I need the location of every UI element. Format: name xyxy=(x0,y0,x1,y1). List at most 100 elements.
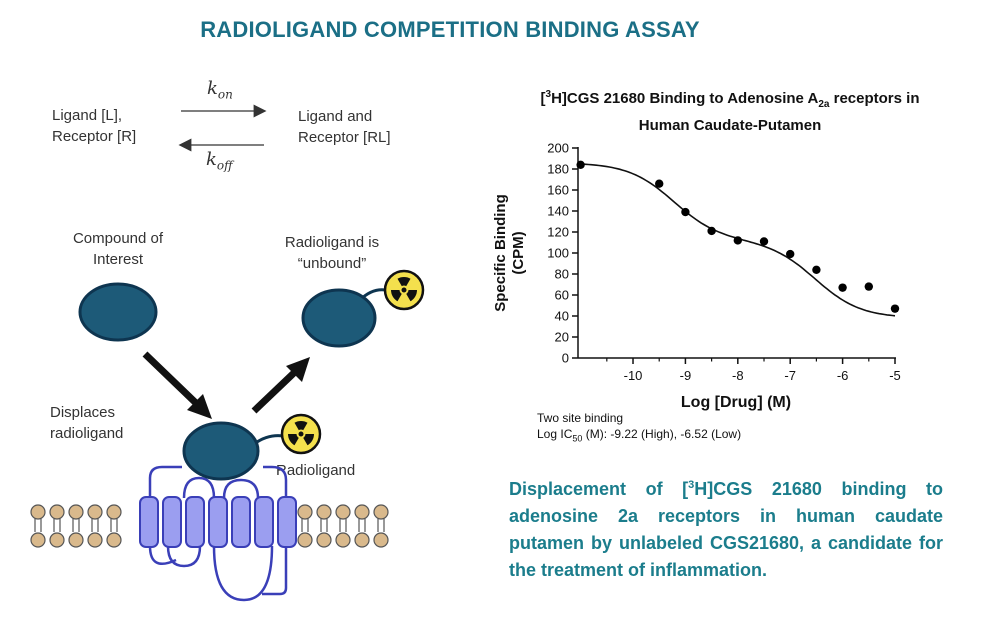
radiation-icon xyxy=(280,413,322,455)
chart-title-line2: Human Caudate-Putamen xyxy=(638,117,822,134)
y-tick-label: 20 xyxy=(555,330,569,345)
fit-note-line1: Two site binding xyxy=(537,411,624,425)
lipid-head xyxy=(49,504,65,520)
lipid-head xyxy=(87,504,103,520)
radiation-icon xyxy=(383,269,425,311)
data-point xyxy=(681,207,690,217)
data-point xyxy=(759,237,769,246)
unbound-line2: “unbound” xyxy=(297,255,367,272)
displaces-label: Displaces radioligand xyxy=(50,402,123,444)
displace-arrow-icon xyxy=(187,394,212,419)
lipid-head xyxy=(49,532,65,548)
lipid-head xyxy=(335,504,351,520)
y-tick-label: 160 xyxy=(547,183,569,198)
chart-title-line1: [3H]CGS 21680 Binding to Adenosine A2a r… xyxy=(490,84,970,115)
y-tick-label: 200 xyxy=(547,141,569,156)
fit-note-line2: Log IC50 (M): -9.22 (High), -6.52 (Low) xyxy=(537,426,741,446)
lipid-head xyxy=(354,504,370,520)
data-point xyxy=(655,179,664,188)
chart-title-p2: H]CGS 21680 Binding to Adenosine A xyxy=(551,90,819,107)
y-axis-label-line1: Specific Binding xyxy=(492,194,509,312)
x-tick-label: -8 xyxy=(732,368,744,383)
data-point xyxy=(707,226,716,236)
data-point xyxy=(576,160,585,169)
lipid-head xyxy=(68,532,84,548)
unbound-line1: Radioligand is xyxy=(284,234,380,251)
displaces-line1: Displaces xyxy=(50,404,116,421)
lipid-head xyxy=(87,532,103,548)
caption-part2: H]CGS 21680 binding to adenosine 2a rece… xyxy=(509,479,943,580)
reactants-line2: Receptor [R] xyxy=(52,128,137,145)
data-point xyxy=(890,304,900,313)
y-tick-label: 180 xyxy=(547,162,569,177)
lipid-head xyxy=(30,532,46,548)
compound-line2: Interest xyxy=(92,251,144,268)
y-tick-label: 120 xyxy=(547,225,569,240)
complex-line2: Receptor [RL] xyxy=(298,129,391,146)
chart-title-sub: 2a xyxy=(818,99,830,110)
kon-sub: on xyxy=(217,87,233,102)
data-point xyxy=(864,282,874,291)
x-tick-label: -9 xyxy=(680,368,692,383)
data-point xyxy=(786,249,795,259)
lipid-head xyxy=(30,504,46,520)
displaces-line2: radioligand xyxy=(50,425,124,442)
y-tick-label: 100 xyxy=(547,246,569,261)
x-tick-label: -10 xyxy=(624,368,643,383)
koff-sub: off xyxy=(216,158,233,173)
radioligand-label: Radioligand xyxy=(276,462,356,479)
unbound-radioligand xyxy=(301,269,425,348)
release-arrow-shaft xyxy=(251,367,300,414)
kon-label: kon xyxy=(207,78,233,102)
lipid-head xyxy=(316,532,332,548)
koff-label: koff xyxy=(206,149,233,173)
ic50-values: (M): -9.22 (High), -6.52 (Low) xyxy=(582,427,742,441)
lipid-head xyxy=(297,504,313,520)
ic50-prefix: Log IC xyxy=(537,427,573,441)
x-tick-label: -7 xyxy=(784,368,796,383)
receptor xyxy=(139,465,297,602)
caption-sup: 3 xyxy=(688,479,695,491)
kon-base: k xyxy=(207,78,218,99)
x-axis-label: Log [Drug] (M) xyxy=(681,394,791,411)
lipid-head xyxy=(106,532,122,548)
displace-arrow-shaft xyxy=(142,351,201,408)
reactants-line1: Ligand [L], xyxy=(52,107,123,124)
chart-title: [3H]CGS 21680 Binding to Adenosine A2a r… xyxy=(490,84,970,136)
compound-molecule xyxy=(78,282,158,342)
y-tick-label: 140 xyxy=(547,204,569,219)
binding-diagram xyxy=(30,104,425,602)
koff-base: k xyxy=(206,149,217,170)
ic50-sub: 50 xyxy=(572,433,583,444)
y-tick-label: 60 xyxy=(555,288,569,303)
y-tick-label: 0 xyxy=(562,351,569,366)
data-point xyxy=(733,236,743,245)
y-tick-label: 80 xyxy=(555,267,569,282)
chart-title-sup: 3 xyxy=(545,89,552,100)
page-title: RADIOLIGAND COMPETITION BINDING ASSAY xyxy=(200,17,700,42)
bound-complex xyxy=(182,413,322,481)
y-tick-label: 40 xyxy=(555,309,569,324)
lipid-head xyxy=(297,532,313,548)
unbound-label: Radioligand is “unbound” xyxy=(271,232,393,274)
binding-chart: 0 20 40 60 80 100 120 140 160 180 200 -10 -9 -8 -7 -6 -5… xyxy=(492,141,901,412)
lipid-head xyxy=(354,532,370,548)
lipid-head xyxy=(68,504,84,520)
equation-complex: Ligand and Receptor [RL] xyxy=(298,106,391,148)
data-point xyxy=(812,265,821,274)
x-tick-label: -5 xyxy=(889,368,901,383)
caption-part1: Displacement of [ xyxy=(509,479,689,499)
lipid-head xyxy=(106,504,122,520)
figure-caption: Displacement of [3H]CGS 21680 binding to… xyxy=(509,472,943,584)
fit-note: Two site binding Log IC50 (M): -9.22 (Hi… xyxy=(537,410,741,446)
compound-line1: Compound of xyxy=(72,230,164,247)
chart-title-p3: receptors in xyxy=(829,90,920,107)
lipid-head xyxy=(316,504,332,520)
complex-line1: Ligand and xyxy=(298,108,373,125)
lipid-head xyxy=(373,504,389,520)
release-arrow-icon xyxy=(286,357,310,382)
equation-reactants: Ligand [L], Receptor [R] xyxy=(52,105,136,147)
lipid-bilayer xyxy=(30,504,389,548)
x-tick-label: -6 xyxy=(837,368,849,383)
lipid-head xyxy=(335,532,351,548)
